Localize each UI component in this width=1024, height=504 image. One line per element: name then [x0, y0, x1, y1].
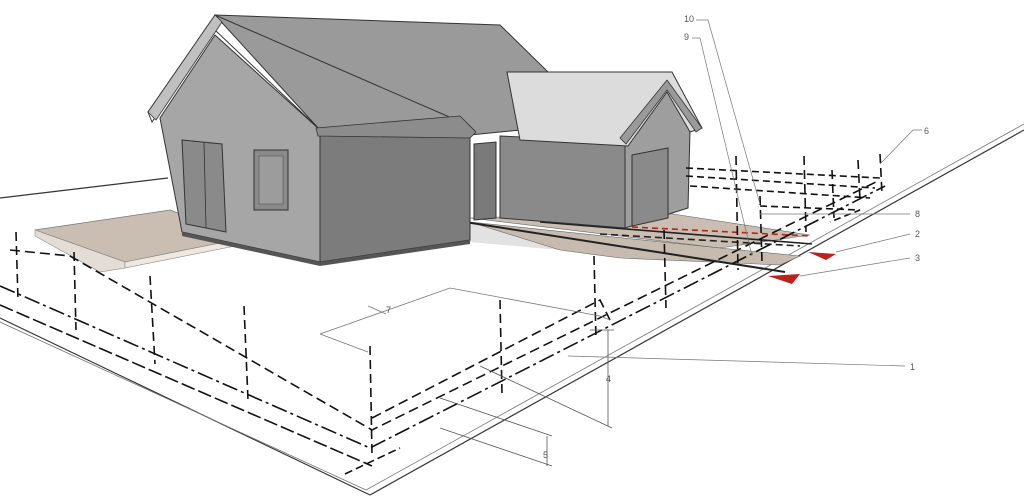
dimension-lines — [439, 329, 614, 467]
callout-8: 8 — [915, 209, 920, 219]
post-1 — [15, 231, 19, 301]
callout-7: 7 — [386, 305, 391, 315]
leader-1 — [567, 355, 906, 367]
main-house — [147, 14, 550, 266]
callout-9: 9 — [684, 32, 689, 42]
callout-1: 1 — [910, 362, 915, 372]
roof-edge-left — [147, 14, 223, 121]
setback-line-outer — [9, 179, 881, 431]
walkway-dash-red — [611, 225, 811, 237]
callout-2: 2 — [915, 229, 920, 239]
callout-4: 4 — [606, 374, 611, 384]
leader-9 — [692, 37, 753, 257]
post-6 — [499, 299, 503, 395]
garage-wing — [499, 71, 703, 229]
bracket-7-leader — [367, 305, 387, 315]
setback-line-middle — [0, 185, 886, 449]
leader-3 — [799, 257, 911, 277]
ground-front-edge-right — [369, 129, 1024, 496]
walkway-line-2 — [539, 221, 813, 245]
callout-6: 6 — [924, 126, 929, 136]
walkway-line-1 — [464, 221, 786, 273]
marker-3 — [768, 274, 800, 284]
leader-10 — [696, 19, 761, 205]
gable-door-split — [203, 141, 207, 229]
bracket-7-outline — [319, 287, 611, 335]
leader-2 — [835, 233, 911, 253]
bracket-7-left — [319, 333, 369, 353]
garage-roof — [506, 71, 703, 147]
leader-lines — [567, 19, 922, 367]
walkway-lower — [469, 221, 802, 266]
rear-line-3 — [689, 185, 871, 199]
ground-front-edge-left-inner — [0, 321, 367, 491]
roof-eave — [315, 115, 477, 139]
callout-5: 5 — [543, 450, 548, 460]
garage-side-wall — [499, 135, 626, 229]
gable-door — [181, 139, 227, 233]
side-wall — [319, 117, 471, 263]
rear-line-4 — [759, 205, 861, 223]
dim-5-ext-top — [439, 397, 553, 437]
garage-door — [631, 147, 669, 227]
walkway-dash-black — [599, 233, 801, 247]
leader-6 — [879, 129, 922, 165]
post-7 — [593, 255, 597, 341]
marker-2 — [808, 252, 836, 260]
post-5 — [369, 345, 373, 457]
house-base — [182, 232, 470, 266]
post-3 — [149, 275, 156, 365]
gable-window-glass — [258, 155, 284, 205]
callout-3: 3 — [915, 253, 920, 263]
post-14 — [759, 195, 763, 263]
patio-edge — [34, 229, 126, 273]
dim-5-ext-bottom — [439, 427, 553, 467]
garage-roof-edge — [619, 79, 703, 145]
callout-7-bracket — [319, 287, 611, 353]
ground-back-edge — [0, 177, 169, 199]
side-door — [473, 141, 497, 221]
setback-lines — [0, 167, 886, 475]
rear-line-2 — [685, 175, 876, 189]
red-markers — [768, 252, 836, 284]
post-9 — [735, 155, 739, 271]
callout-labels: 1 2 3 4 5 6 7 8 9 10 — [386, 14, 929, 460]
vertical-posts — [15, 153, 883, 457]
post-13 — [879, 153, 883, 195]
dim-4-ext-bottom — [479, 365, 613, 429]
front-line-lower — [344, 447, 401, 475]
post-12 — [857, 159, 861, 201]
post-4 — [243, 305, 249, 401]
callout-10: 10 — [684, 14, 694, 24]
post-10 — [803, 155, 807, 233]
front-line-upper — [371, 298, 611, 419]
ground-front-edge-right-inner — [365, 123, 1024, 491]
post-11 — [831, 169, 835, 219]
setback-line-inner — [0, 304, 373, 467]
